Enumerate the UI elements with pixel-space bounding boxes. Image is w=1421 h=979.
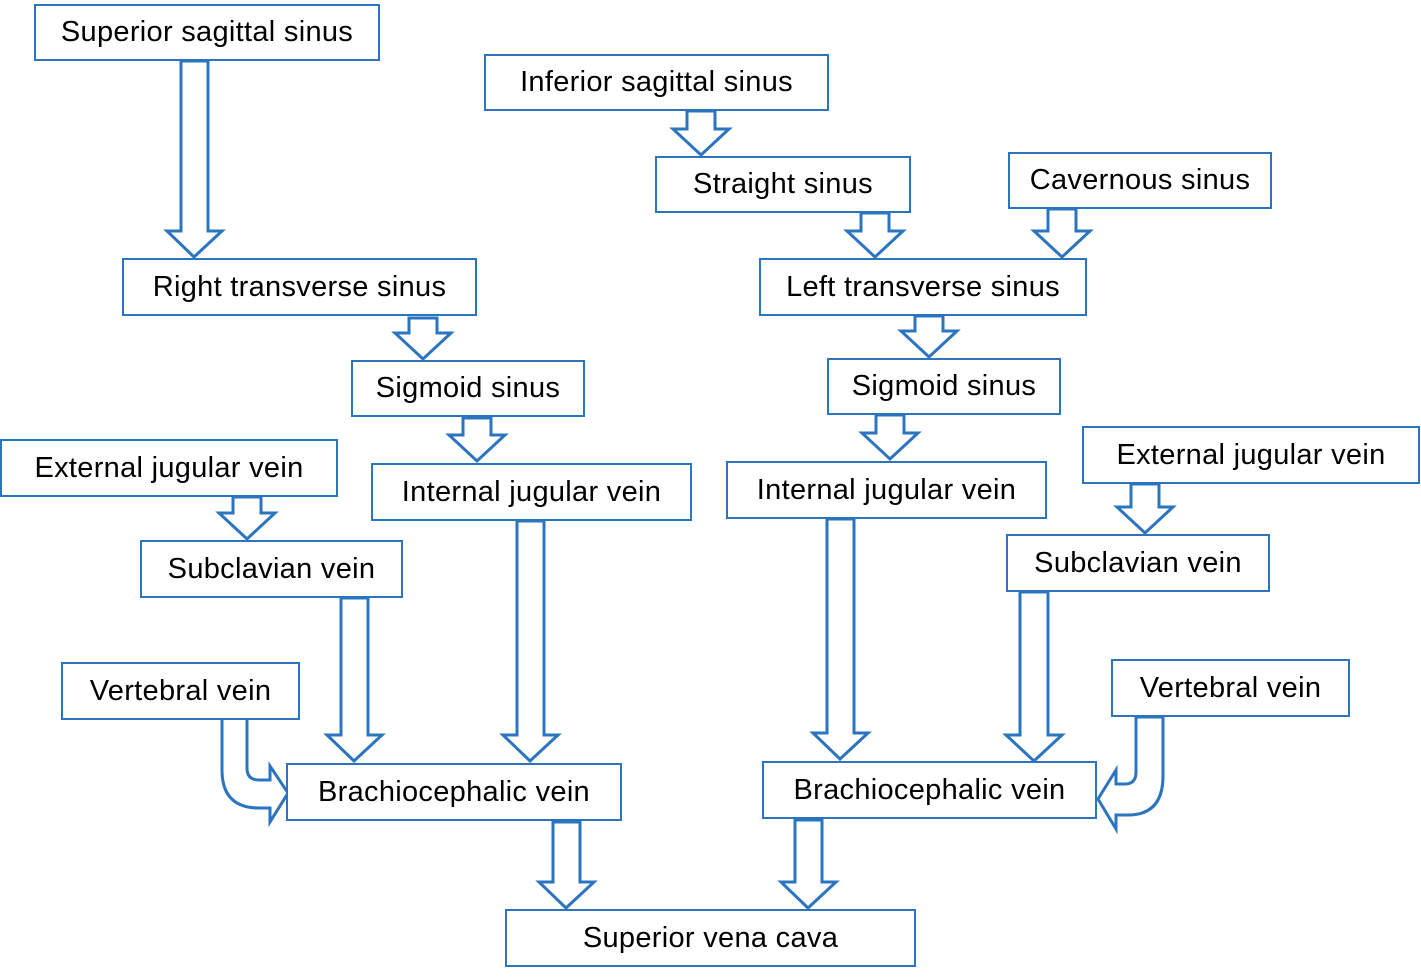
arrow-external-jugular-right-to-subclavian-right: [215, 495, 279, 542]
arrow-right-transverse-to-sigmoid-right: [391, 316, 455, 362]
arrow-vertebral-left-to-brachio-left: [1096, 715, 1165, 835]
arrow-vertebral-right-to-brachio-right: [220, 715, 290, 828]
arrow-internal-jugular-left-to-brachio-left: [809, 517, 872, 762]
node-subclavian-vein-left: Subclavian vein: [1006, 534, 1270, 592]
node-sigmoid-sinus-right: Sigmoid sinus: [351, 360, 585, 417]
node-straight-sinus: Straight sinus: [655, 156, 911, 213]
arrow-cavernous-to-left-transverse: [1030, 207, 1094, 260]
node-external-jugular-vein-right: External jugular vein: [0, 439, 338, 497]
arrow-superior-sagittal-to-right-transverse: [163, 59, 226, 260]
arrow-internal-jugular-right-to-brachio-right: [499, 519, 562, 764]
node-superior-vena-cava: Superior vena cava: [505, 909, 916, 967]
arrow-left-transverse-to-sigmoid-left: [897, 314, 961, 360]
arrow-subclavian-right-to-brachio-right: [323, 596, 386, 764]
node-vertebral-vein-right: Vertebral vein: [61, 662, 300, 720]
arrow-brachio-right-to-svc: [535, 820, 598, 911]
node-brachiocephalic-vein-right: Brachiocephalic vein: [286, 763, 622, 821]
node-left-transverse-sinus: Left transverse sinus: [759, 258, 1087, 316]
node-right-transverse-sinus: Right transverse sinus: [122, 258, 477, 316]
node-subclavian-vein-right: Subclavian vein: [140, 540, 403, 598]
node-internal-jugular-vein-left: Internal jugular vein: [726, 461, 1047, 519]
node-inferior-sagittal-sinus: Inferior sagittal sinus: [484, 54, 829, 111]
node-sigmoid-sinus-left: Sigmoid sinus: [827, 358, 1061, 415]
arrow-external-jugular-left-to-subclavian-left: [1113, 482, 1177, 536]
node-internal-jugular-vein-right: Internal jugular vein: [371, 463, 692, 521]
arrow-sigmoid-right-to-internal-jugular-right: [445, 416, 509, 464]
node-brachiocephalic-vein-left: Brachiocephalic vein: [762, 761, 1097, 819]
node-cavernous-sinus: Cavernous sinus: [1008, 152, 1272, 209]
arrow-brachio-left-to-svc: [777, 818, 840, 911]
node-external-jugular-vein-left: External jugular vein: [1082, 426, 1420, 484]
node-superior-sagittal-sinus: Superior sagittal sinus: [34, 4, 380, 61]
arrow-subclavian-left-to-brachio-left: [1002, 590, 1066, 764]
arrow-sigmoid-left-to-internal-jugular-left: [858, 413, 922, 462]
arrow-straight-to-left-transverse: [843, 211, 907, 260]
node-vertebral-vein-left: Vertebral vein: [1111, 659, 1350, 717]
arrow-inferior-sagittal-to-straight: [669, 109, 733, 158]
